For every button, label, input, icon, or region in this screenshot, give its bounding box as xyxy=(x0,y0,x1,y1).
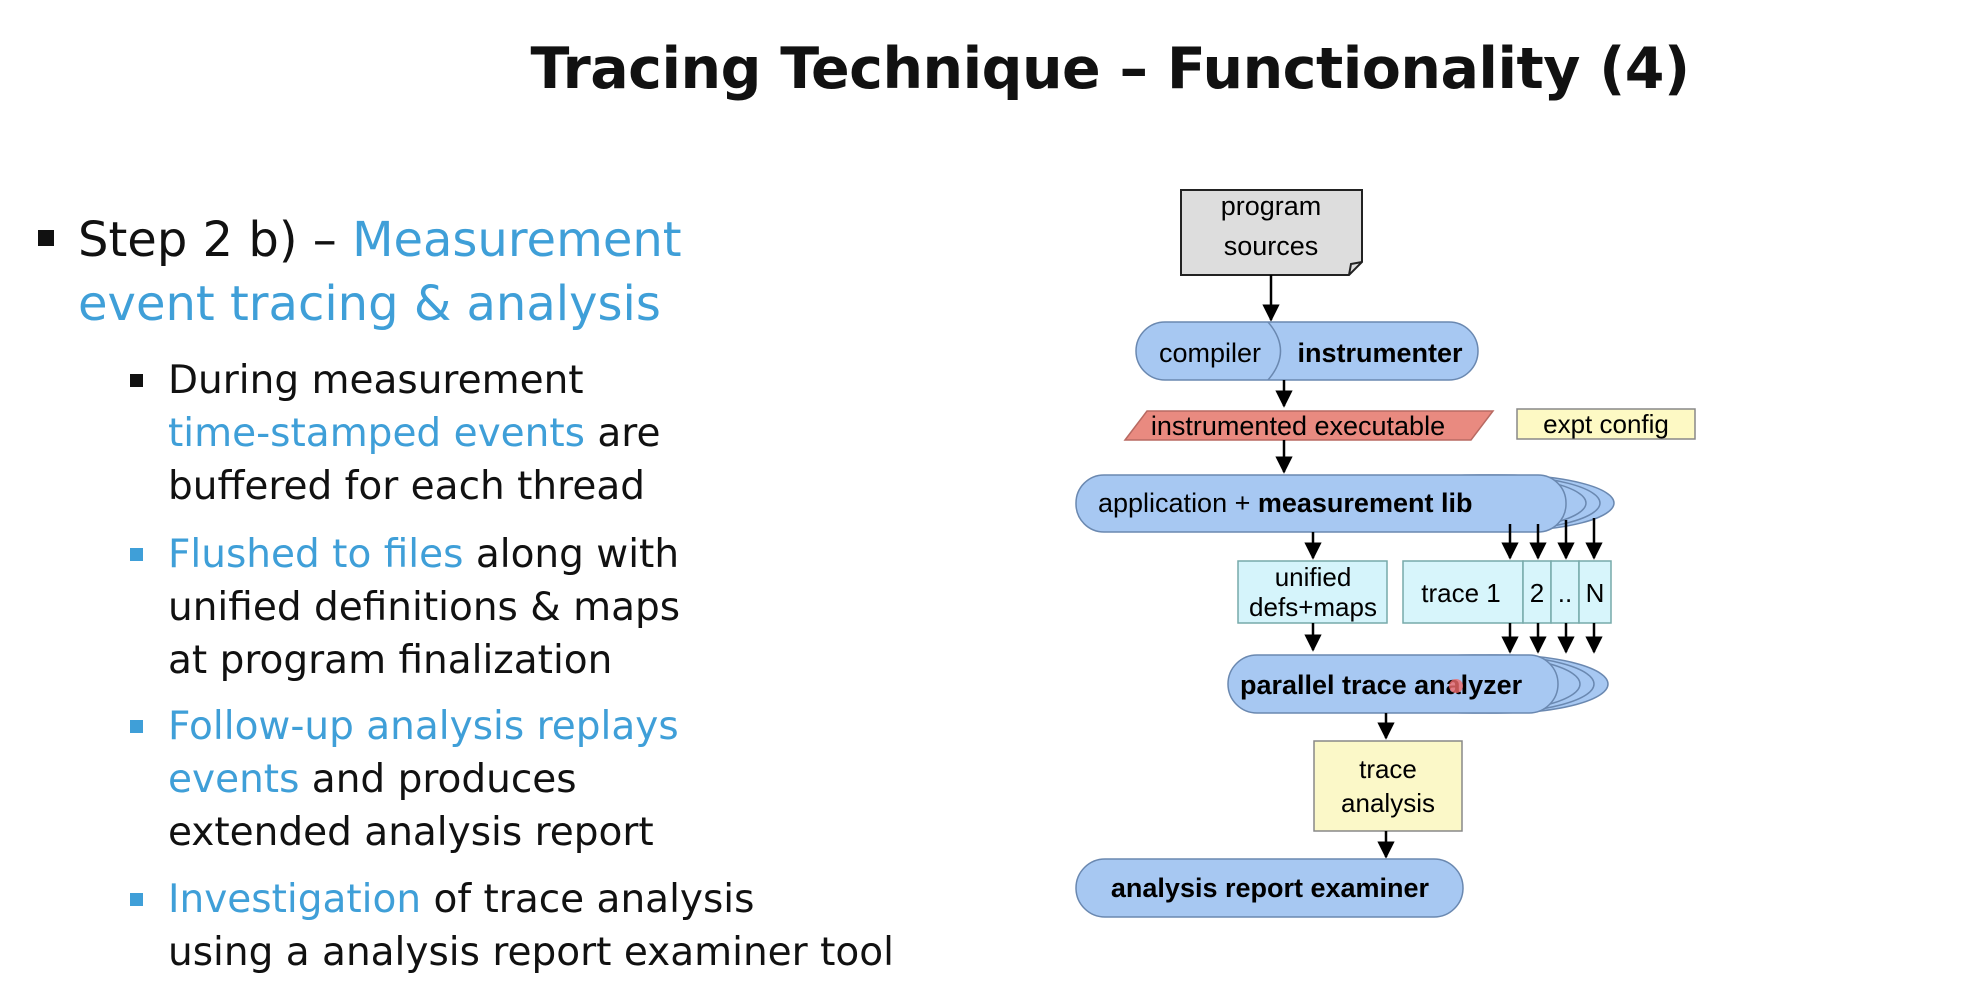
application-measurement-ellipse: application + measurement lib xyxy=(1075,474,1615,533)
compiler-label: compiler xyxy=(1159,338,1261,368)
square-bullet-icon xyxy=(130,893,143,906)
sub-bullet-text: Follow-up analysis replays events and pro… xyxy=(168,700,679,859)
step-highlight-2: event tracing & analysis xyxy=(78,276,661,332)
unified-defs-box: unified defs+maps xyxy=(1237,560,1388,624)
trace-analysis-line-2: analysis xyxy=(1341,788,1435,818)
square-bullet-icon xyxy=(130,374,143,387)
program-sources-box: program sources xyxy=(1180,189,1363,276)
text-phrase: at program finalization xyxy=(168,638,613,683)
analysis-report-examiner-ellipse: analysis report examiner xyxy=(1075,858,1464,918)
expt-config-box: expt config xyxy=(1516,408,1696,440)
trace-cell-n: N xyxy=(1586,578,1605,608)
square-bullet-icon xyxy=(38,230,54,246)
highlighted-phrase: Follow-up analysis replays xyxy=(168,704,679,749)
program-sources-line-1: program xyxy=(1221,191,1322,221)
text-phrase: along with xyxy=(463,532,680,577)
text-phrase: buffered for each thread xyxy=(168,464,645,509)
square-bullet-icon xyxy=(130,720,143,733)
sub-bullet-text: Flushed to files along with unified defin… xyxy=(168,528,680,687)
instrumenter-label: instrumenter xyxy=(1297,338,1463,368)
trace-files-box: trace 1 2 .. N xyxy=(1402,560,1612,624)
instrumented-executable-label: instrumented executable xyxy=(1151,411,1445,441)
step-text: Step 2 b) – Measurement event tracing & … xyxy=(78,208,682,336)
parallel-trace-analyzer-ellipse: parallel trace analyzer xyxy=(1227,654,1609,714)
sub-bullet-text: During measurement time-stamped events ar… xyxy=(168,354,660,513)
instrumented-executable-box: instrumented executable xyxy=(1123,410,1495,441)
text-phrase: unified definitions & maps xyxy=(168,585,681,630)
parallel-trace-analyzer-label: parallel trace analyzer xyxy=(1240,670,1523,700)
step-highlight-1: Measurement xyxy=(352,212,682,268)
unified-defs-line-2: defs+maps xyxy=(1249,592,1377,622)
trace-analysis-line-1: trace xyxy=(1359,754,1417,784)
highlighted-phrase: Investigation xyxy=(168,877,422,922)
text-phrase: are xyxy=(584,411,661,456)
square-bullet-icon xyxy=(130,548,143,561)
slide-title: Tracing Technique – Functionality (4) xyxy=(530,36,1690,102)
highlighted-phrase: events xyxy=(168,757,300,802)
compiler-instrumenter-ellipse: compiler instrumenter xyxy=(1135,321,1479,381)
highlighted-phrase: time-stamped events xyxy=(168,411,585,456)
analysis-report-examiner-label: analysis report examiner xyxy=(1111,873,1430,903)
cursor-highlight xyxy=(1449,679,1463,693)
expt-config-label: expt config xyxy=(1543,409,1669,439)
text-phrase: and produces xyxy=(299,757,577,802)
text-phrase: extended analysis report xyxy=(168,810,654,855)
highlighted-phrase: Flushed to files xyxy=(168,532,464,577)
text-phrase: During measurement xyxy=(168,358,584,403)
trace-cell-1: trace 1 xyxy=(1421,578,1501,608)
text-phrase: using a analysis report examiner tool xyxy=(168,930,894,975)
sub-bullet-text: Investigation of trace analysis using a a… xyxy=(168,873,894,979)
application-label: application + measurement lib xyxy=(1098,488,1472,518)
trace-cell-2: 2 xyxy=(1530,578,1544,608)
text-phrase: of trace analysis xyxy=(421,877,755,922)
program-sources-line-2: sources xyxy=(1224,231,1319,261)
step-prefix: Step 2 b) – xyxy=(78,212,353,268)
unified-defs-line-1: unified xyxy=(1275,562,1352,592)
trace-analysis-box: trace analysis xyxy=(1313,740,1463,832)
trace-cell-dots: .. xyxy=(1558,578,1572,608)
